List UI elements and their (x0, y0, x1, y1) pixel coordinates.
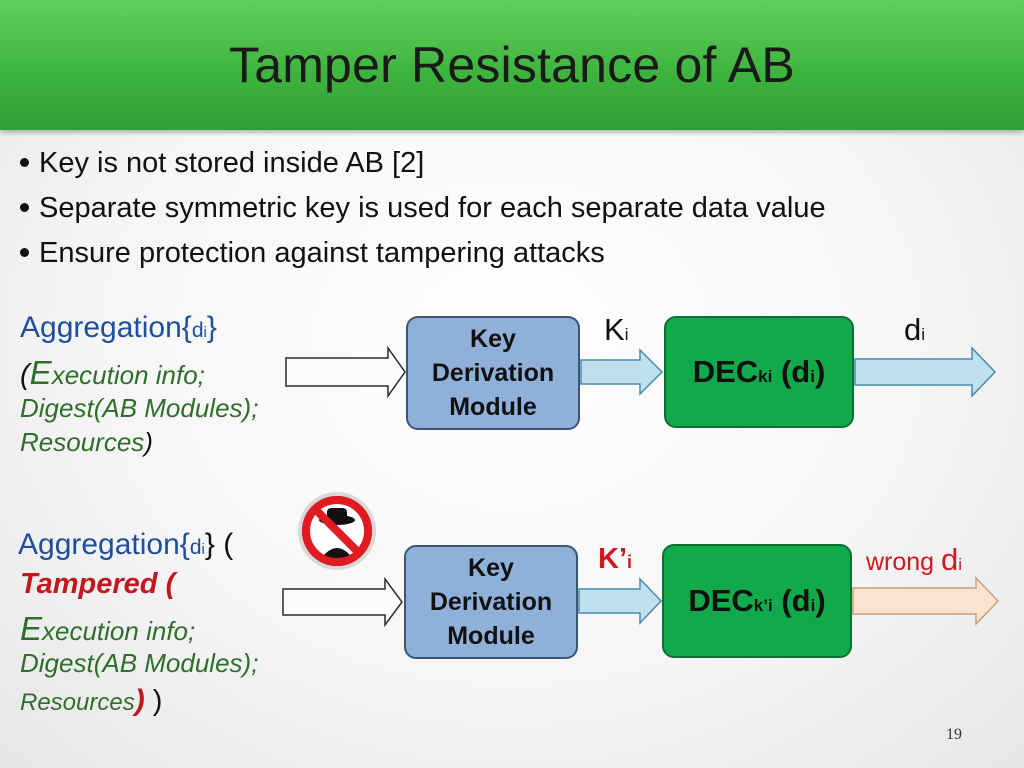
hacker-no-sign-icon (298, 492, 376, 570)
resources-row2: Resources) ) (20, 684, 163, 717)
bullet-dot-icon (20, 158, 29, 167)
aggregation-label-row1: Aggregation{di} (20, 311, 217, 344)
aggregation-label-row2: Aggregation{di} ( (18, 528, 234, 561)
execution-info-row1: (Execution info; (20, 354, 205, 391)
key-arrow-row1 (580, 348, 664, 396)
input-arrow-row2 (282, 576, 403, 628)
decrypt-box-row1: DECki (di) (664, 316, 854, 428)
wrong-output-label: wrong di (866, 542, 963, 577)
bullet-list: Key is not stored inside AB [2] Separate… (18, 140, 826, 275)
tampered-label: Tampered ( (20, 568, 176, 600)
bullet-dot-icon (20, 248, 29, 257)
page-number: 19 (946, 726, 962, 743)
decrypt-box-row2: DECk’i (di) (662, 544, 852, 658)
digest-row1: Digest(AB Modules); (20, 393, 259, 423)
execution-info-row2: Execution info; (20, 610, 196, 647)
bullet-item: Key is not stored inside AB [2] (18, 140, 826, 185)
output-arrow-row1 (854, 346, 997, 398)
title-bar: Tamper Resistance of AB (0, 0, 1024, 130)
digest-row2: Digest(AB Modules); (20, 648, 259, 678)
slide-title: Tamper Resistance of AB (229, 37, 795, 93)
input-arrow-row1 (285, 345, 406, 399)
output-label-row1: di (904, 312, 926, 347)
bullet-item: Ensure protection against tampering atta… (18, 230, 826, 275)
output-arrow-row2 (852, 576, 1000, 626)
resources-row1: Resources) (20, 427, 153, 457)
bullet-item: Separate symmetric key is used for each … (18, 185, 826, 230)
key-label-row1: Ki (604, 312, 629, 347)
key-arrow-row2 (578, 577, 663, 625)
bullet-dot-icon (20, 203, 29, 212)
tampered-key-label: K’i (598, 543, 633, 575)
